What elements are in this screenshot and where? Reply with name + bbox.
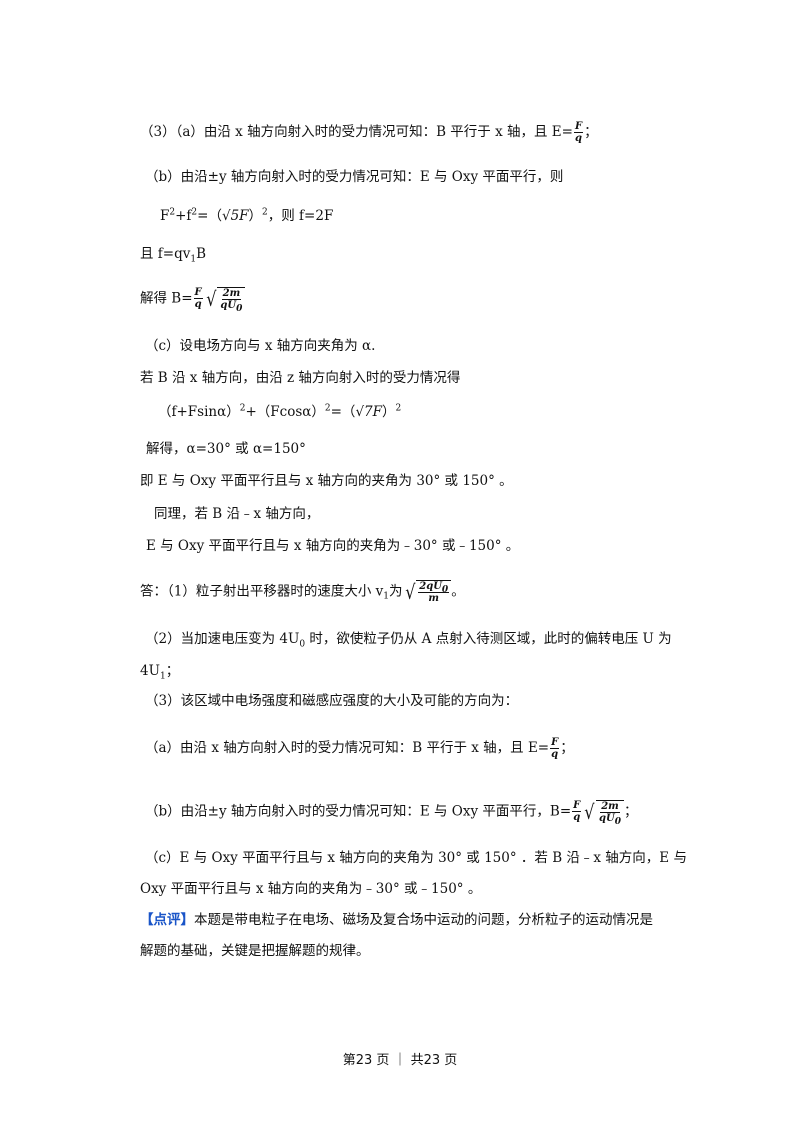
sqrt-sign: √ <box>404 579 415 604</box>
line-answer-3c: （c）E 与 Oxy 平面平行且与 x 轴方向的夹角为 30° 或 150° ．… <box>145 850 687 866</box>
superscript: 2 <box>395 403 402 414</box>
sqrt7F: √7F <box>355 404 382 420</box>
line-E-angle-negative: E 与 Oxy 平面平行且与 x 轴方向的夹角为﹣30° 或﹣150° 。 <box>146 538 520 554</box>
text: ； <box>560 740 574 756</box>
numerator: F <box>572 800 582 812</box>
text: B <box>196 246 207 262</box>
numerator: F <box>193 287 203 299</box>
superscript: 2 <box>169 207 176 218</box>
superscript: 2 <box>262 207 268 218</box>
line-answer-2-cont: 4U1； <box>140 662 180 682</box>
denominator: qU0 <box>219 299 243 314</box>
subscript: 0 <box>236 303 243 314</box>
text: （f+Fsinα） <box>158 404 240 420</box>
subscript: 0 <box>441 584 449 595</box>
line-similarly: 同理，若 B 沿﹣x 轴方向， <box>154 506 320 522</box>
line-3c: （c）设电场方向与 x 轴方向夹角为 α. <box>145 338 376 354</box>
text: 解得 B= <box>140 290 193 307</box>
text: ； <box>623 803 638 820</box>
denominator: m <box>428 592 440 604</box>
text: F <box>160 208 170 224</box>
line-equation-f: F2+f2=（√5F）2，则 f=2F <box>160 207 333 225</box>
denominator: qU0 <box>598 812 622 827</box>
line-comment-cont: 解题的基础，关键是把握解题的规律。 <box>140 943 370 959</box>
text: =（ <box>330 404 356 420</box>
sqrt-sign: √ <box>205 286 217 311</box>
line-answer-2: （2）当加速电压变为 4U0 时，欲使粒子仍从 A 点射入待测区域，此时的偏转电… <box>145 630 672 650</box>
subscript: 1 <box>383 591 389 602</box>
line-3a: （3）（a）由沿 x 轴方向射入时的受力情况可知：B 平行于 x 轴，且 E=F… <box>140 121 598 144</box>
line-f-qv1B: 且 f=qv1B <box>140 245 207 265</box>
text: 且 f=qv <box>140 246 191 262</box>
text: ； <box>584 124 598 140</box>
text: ，则 f=2F <box>267 208 334 224</box>
text: 。 <box>451 583 465 600</box>
line-answer-3c-cont: Oxy 平面平行且与 x 轴方向的夹角为﹣30° 或﹣150° 。 <box>140 881 482 897</box>
line-B-along-x: 若 B 沿 x 轴方向，由沿 z 轴方向射入时的受力情况得 <box>140 370 461 386</box>
line-comment: 【点评】本题是带电粒子在电场、磁场及复合场中运动的问题，分析粒子的运动情况是 <box>140 911 653 929</box>
sqrt-sign: √ <box>584 799 595 824</box>
text: （b）由沿±y 轴方向射入时的受力情况可知：E 与 Oxy 平面平行，B= <box>145 803 572 820</box>
denominator: q <box>575 133 582 144</box>
page-footer: 第23 页 ｜ 共23 页 <box>342 1053 458 1068</box>
text: qU <box>599 812 615 824</box>
text: 答：（1）粒子射出平移器时的速度大小 v <box>140 583 384 600</box>
text: （3）（a）由沿 x 轴方向射入时的受力情况可知：B 平行于 x 轴，且 E= <box>140 124 573 140</box>
text: 为 <box>389 583 403 600</box>
text: +f <box>175 208 192 224</box>
text: （2）当加速电压变为 4U <box>145 631 300 647</box>
text: 4U <box>140 663 160 679</box>
superscript: 2 <box>239 403 246 414</box>
line-E-angle-positive: 即 E 与 Oxy 平面平行且与 x 轴方向的夹角为 30° 或 150° 。 <box>140 473 513 489</box>
subscript: 0 <box>299 639 306 650</box>
line-3b: （b）由沿±y 轴方向射入时的受力情况可知：E 与 Oxy 平面平行，则 <box>145 169 564 185</box>
text: 2qU <box>419 580 442 592</box>
text: ） <box>248 208 263 224</box>
text: 时，欲使粒子仍从 A 点射入待测区域，此时的偏转电压 U 为 <box>305 631 672 647</box>
text: +（Fcosα） <box>245 404 325 420</box>
text: ； <box>165 663 180 679</box>
subscript: 1 <box>159 671 166 682</box>
denominator: q <box>194 299 202 310</box>
text: （a）由沿 x 轴方向射入时的受力情况可知：B 平行于 x 轴，且 E= <box>145 740 550 756</box>
line-answer-3: （3）该区域中电场强度和磁感应强度的大小及可能的方向为： <box>145 693 519 709</box>
text: =（ <box>197 208 222 224</box>
comment-tag: 【点评】 <box>140 912 194 928</box>
text: qU <box>220 299 237 311</box>
sqrt5F: √5F <box>221 208 249 224</box>
numerator: 2m <box>600 800 620 813</box>
superscript: 2 <box>324 403 331 414</box>
line-solve-alpha: 解得，α=30° 或 α=150° <box>146 441 306 457</box>
text: 本题是带电粒子在电场、磁场及复合场中运动的问题，分析粒子的运动情况是 <box>194 912 653 928</box>
numerator: 2m <box>221 287 242 300</box>
subscript: 0 <box>614 816 621 827</box>
numerator: 2qU0 <box>418 580 450 595</box>
numerator: F <box>550 737 560 749</box>
line-equation-alpha: （f+Fsinα）2+（Fcosα）2=（√7F）2 <box>158 403 401 421</box>
numerator: F <box>573 121 584 133</box>
text: ） <box>382 404 396 420</box>
denominator: q <box>551 749 559 760</box>
superscript: 2 <box>191 207 198 218</box>
subscript: 1 <box>190 254 197 265</box>
denominator: q <box>573 812 581 823</box>
